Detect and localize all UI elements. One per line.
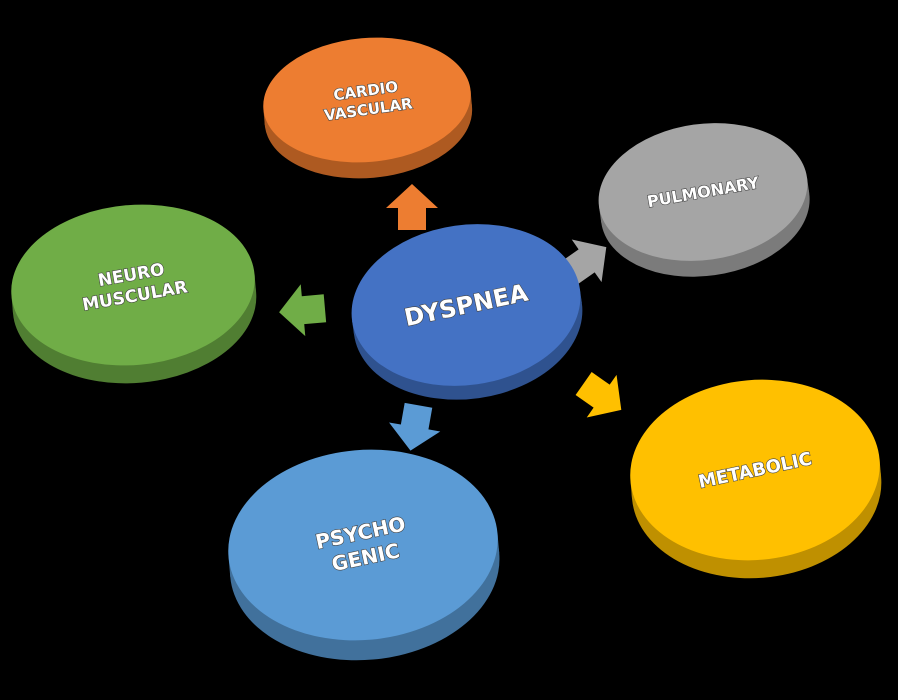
cardio-arrow-icon (386, 184, 438, 230)
node-neuromuscular-top (11, 204, 255, 366)
neuromuscular-arrow-icon (279, 284, 327, 337)
node-psychogenic-top (228, 449, 498, 641)
node-pulmonary: PULMONARY (598, 123, 810, 277)
center-node: DYSPNEA (351, 224, 583, 400)
node-pulmonary-top (598, 123, 808, 261)
node-metabolic-top (630, 379, 880, 561)
metabolic-arrow-icon (575, 372, 622, 418)
node-metabolic: METABOLIC (630, 379, 882, 579)
center-node-top (351, 224, 581, 386)
node-cardio-top (263, 37, 471, 163)
psychogenic-arrow-icon (389, 402, 441, 451)
